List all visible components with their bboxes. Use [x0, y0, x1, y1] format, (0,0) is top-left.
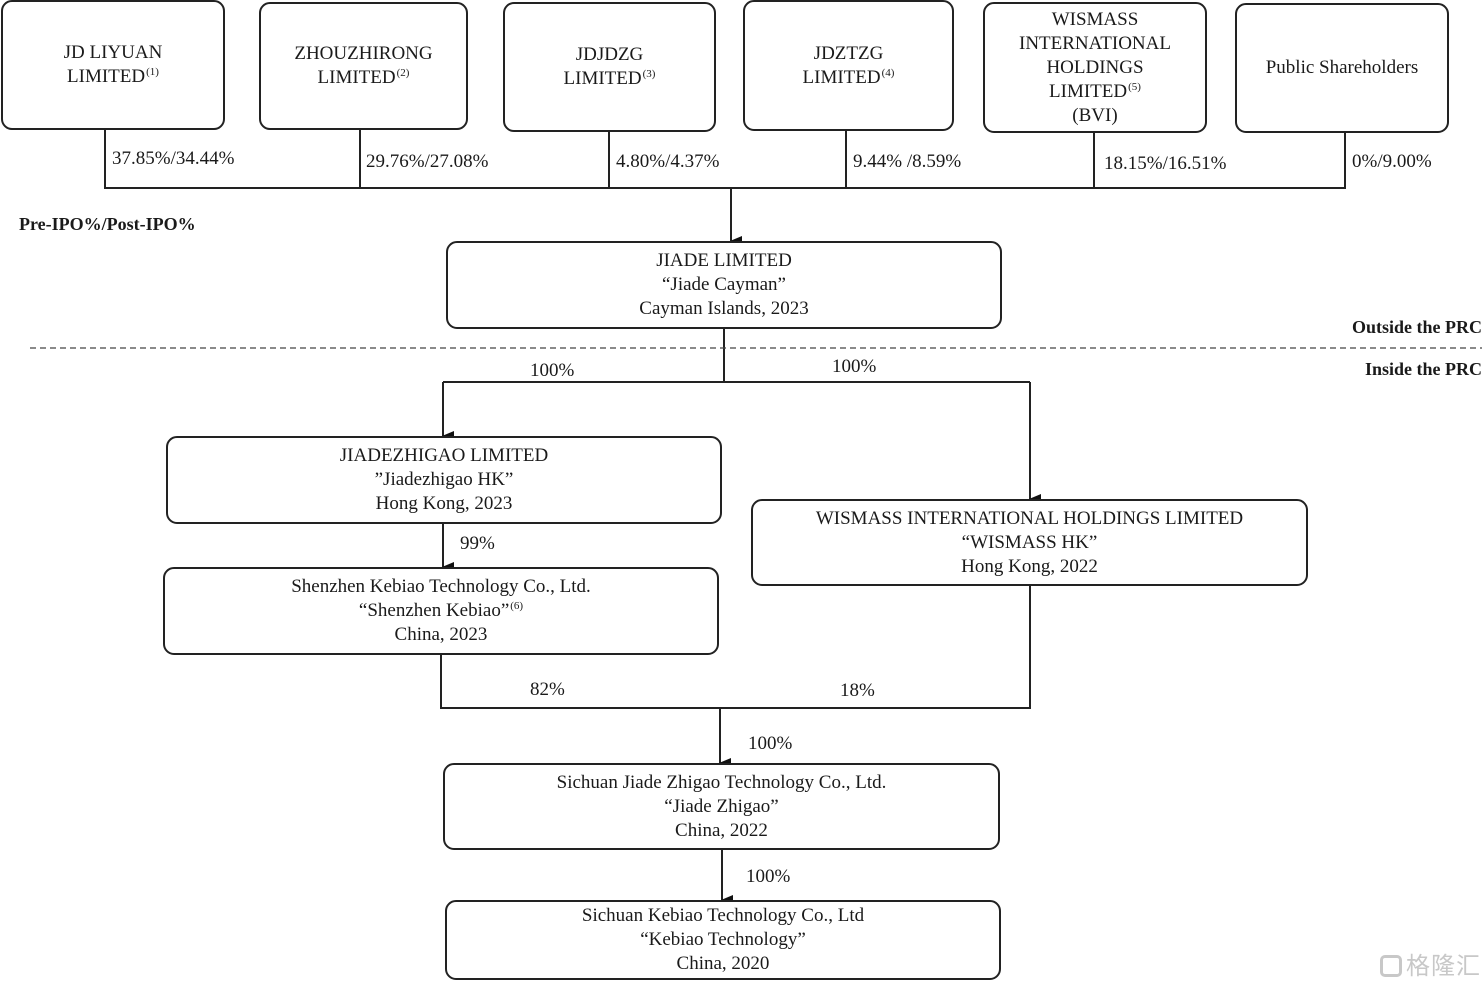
ownership-percentage: 29.76%/27.08%: [366, 151, 489, 172]
entity-name: (BVI): [1072, 104, 1118, 126]
entity-name: Public Shareholders: [1265, 57, 1419, 78]
ownership-percentage: 4.80%/4.37%: [616, 151, 720, 172]
entity-name: Sichuan Jiade Zhigao Technology Co., Ltd…: [556, 771, 887, 793]
shareholder-box-public: Public Shareholders: [1235, 3, 1449, 133]
entity-name: JIADEZHIGAO LIMITED: [339, 445, 549, 466]
footnote-ref: (4): [881, 66, 895, 79]
shareholder-box-zhouzhirong: ZHOUZHIRONG LIMITED(2): [259, 2, 468, 130]
shareholder-box-jdztzg: JDZTZG LIMITED(4): [743, 0, 954, 131]
watermark-text: 格隆汇: [1406, 952, 1481, 980]
footnote-ref: (1): [146, 66, 159, 78]
footnote-ref: (6): [510, 600, 524, 612]
entity-jurisdiction: China, 2023: [394, 624, 488, 645]
entity-box-jiadezhigao-hk: JIADEZHIGAO LIMITED ”Jiadezhigao HK” Hon…: [166, 436, 722, 524]
entity-alias: “Jiade Zhigao”: [664, 795, 779, 817]
entity-box-wismass-hk: WISMASS INTERNATIONAL HOLDINGS LIMITED “…: [751, 499, 1308, 586]
ownership-percentage: 18%: [840, 680, 875, 701]
pre-post-ipo-legend: Pre-IPO%/Post-IPO%: [19, 214, 196, 234]
entity-name: WISMASS INTERNATIONAL HOLDINGS LIMITED: [815, 507, 1244, 529]
watermark-logo-icon: [1380, 955, 1402, 977]
entity-name: LIMITED: [317, 67, 396, 88]
ownership-percentage: 100%: [746, 866, 791, 887]
shareholder-box-wismass-bvi: WISMASS INTERNATIONAL HOLDINGS LIMITED(5…: [983, 2, 1207, 133]
watermark: 格隆汇: [1380, 946, 1481, 981]
entity-name: LIMITED: [1049, 80, 1128, 102]
footnote-ref: (5): [1128, 80, 1141, 93]
entity-name: JDJDZG: [575, 44, 644, 65]
footnote-ref: (3): [642, 68, 656, 80]
entity-box-shenzhen-kebiao: Shenzhen Kebiao Technology Co., Ltd. “Sh…: [163, 567, 719, 655]
entity-name: WISMASS: [1051, 8, 1139, 30]
shareholder-box-jdjdzg: JDJDZG LIMITED(3): [503, 2, 716, 132]
entity-jurisdiction: China, 2022: [675, 819, 768, 841]
outside-prc-label: Outside the PRC: [1352, 317, 1482, 337]
entity-jurisdiction: Hong Kong, 2022: [961, 555, 1098, 577]
entity-alias: “WISMASS HK”: [961, 531, 1098, 553]
entity-name: JIADE LIMITED: [656, 250, 792, 271]
entity-name: LIMITED: [563, 68, 642, 89]
shareholder-box-jd-liyuan: JD LIYUAN LIMITED(1): [1, 0, 225, 130]
entity-name: LIMITED: [802, 66, 881, 88]
ownership-percentage: 100%: [530, 360, 575, 381]
entity-name: ZHOUZHIRONG: [294, 43, 433, 64]
entity-name: LIMITED: [67, 66, 146, 87]
inside-prc-label: Inside the PRC: [1364, 359, 1482, 379]
entity-alias: “Shenzhen Kebiao”: [358, 600, 510, 621]
ownership-percentage: 9.44% /8.59%: [853, 151, 962, 172]
entity-name: INTERNATIONAL: [1019, 32, 1171, 54]
entity-jurisdiction: Cayman Islands, 2023: [639, 298, 809, 319]
ownership-percentage: 100%: [748, 733, 793, 754]
entity-alias: “Jiade Cayman”: [662, 274, 786, 295]
ownership-percentage: 37.85%/34.44%: [112, 148, 235, 169]
entity-name: JD LIYUAN: [63, 42, 163, 63]
entity-box-kebiao-technology: Sichuan Kebiao Technology Co., Ltd “Kebi…: [445, 900, 1001, 980]
entity-alias: “Kebiao Technology”: [640, 929, 806, 950]
ownership-percentage: 18.15%/16.51%: [1104, 153, 1227, 174]
ownership-percentage: 82%: [530, 679, 565, 700]
entity-name: JDZTZG: [813, 42, 884, 64]
entity-box-jiade-zhigao: Sichuan Jiade Zhigao Technology Co., Ltd…: [443, 763, 1000, 850]
footnote-ref: (2): [396, 67, 410, 79]
entity-jurisdiction: China, 2020: [676, 953, 770, 974]
entity-name: HOLDINGS: [1046, 56, 1144, 78]
entity-box-jiade-cayman: JIADE LIMITED “Jiade Cayman” Cayman Isla…: [446, 241, 1002, 329]
entity-alias: ”Jiadezhigao HK”: [374, 469, 514, 490]
entity-jurisdiction: Hong Kong, 2023: [375, 493, 513, 514]
ownership-percentage: 100%: [832, 356, 877, 377]
ownership-percentage: 0%/9.00%: [1352, 151, 1432, 172]
entity-name: Shenzhen Kebiao Technology Co., Ltd.: [291, 576, 591, 597]
entity-name: Sichuan Kebiao Technology Co., Ltd: [581, 905, 865, 926]
ownership-percentage: 99%: [460, 533, 495, 554]
